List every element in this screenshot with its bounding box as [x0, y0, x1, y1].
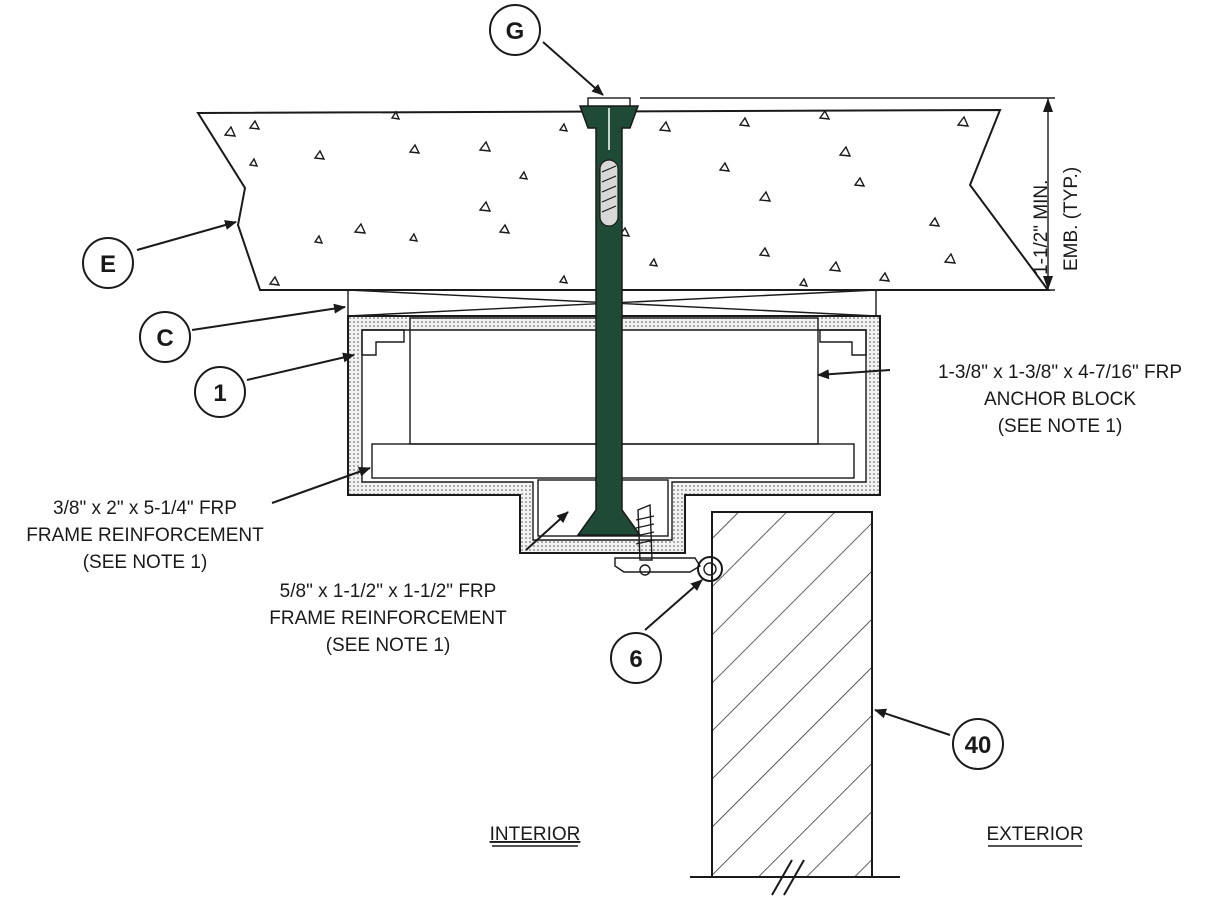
callout-40: 40: [952, 718, 1004, 770]
concrete-wall: [196, 108, 1050, 291]
concrete-anchor: [576, 97, 642, 536]
callout-g-label: G: [506, 18, 525, 45]
frame-reinf-small-line3: (SEE NOTE 1): [326, 635, 451, 656]
callout-6: 6: [610, 632, 662, 684]
callout-c-label: C: [156, 325, 173, 352]
anchor-block-line1: 1-3/8" x 1-3/8" x 4-7/16" FRP: [938, 362, 1182, 383]
anchor-block-label: 1-3/8" x 1-3/8" x 4-7/16" FRP ANCHOR BLO…: [938, 362, 1182, 437]
leader-lines: [136, 41, 951, 736]
aggregate-marks: [223, 109, 970, 287]
frame-reinf-large-line1: 3/8" x 2" x 5-1/4" FRP: [53, 498, 237, 519]
embedment-dimension: 1-1/2" MIN. EMB. (TYP.): [640, 97, 1082, 291]
callout-1: 1: [194, 366, 246, 418]
frame-reinforcement-large-label: 3/8" x 2" x 5-1/4" FRP FRAME REINFORCEME…: [26, 498, 264, 573]
anchor-block-line3: (SEE NOTE 1): [998, 416, 1123, 437]
callout-40-label: 40: [965, 732, 992, 759]
callout-6-label: 6: [629, 646, 642, 673]
callout-c: C: [139, 311, 191, 363]
frame-reinf-large-line2: FRAME REINFORCEMENT: [26, 525, 264, 546]
dimension-line2: EMB. (TYP.): [1061, 167, 1082, 271]
frame-reinf-small-line1: 5/8" x 1-1/2" x 1-1/2" FRP: [280, 581, 497, 602]
callout-e: E: [82, 237, 134, 289]
dimension-line1: 1-1/2" MIN.: [1031, 180, 1052, 275]
exterior-label: EXTERIOR: [986, 824, 1083, 845]
callout-g: G: [489, 4, 541, 56]
door-slab: [690, 511, 900, 896]
interior-label: INTERIOR: [490, 824, 581, 845]
callout-1-label: 1: [213, 380, 226, 407]
frame-reinf-small-line2: FRAME REINFORCEMENT: [269, 608, 507, 629]
callout-e-label: E: [100, 251, 116, 278]
anchor-block-line2: ANCHOR BLOCK: [984, 389, 1136, 410]
frame-reinf-large-line3: (SEE NOTE 1): [83, 552, 208, 573]
frame-reinforcement-small-label: 5/8" x 1-1/2" x 1-1/2" FRP FRAME REINFOR…: [269, 581, 507, 656]
